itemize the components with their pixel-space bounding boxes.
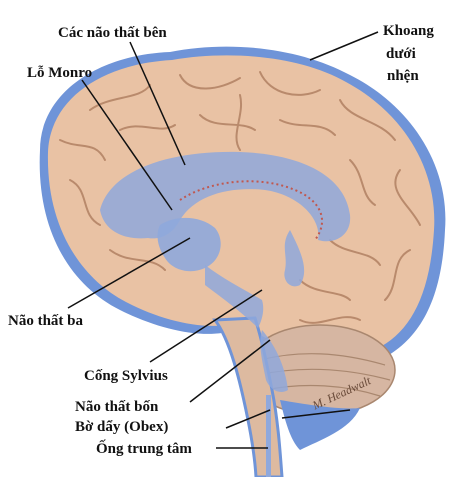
choroid-plexus — [179, 180, 324, 241]
third-ventricle-shape — [157, 217, 221, 272]
label-sylvius: Cống Sylvius — [84, 368, 168, 384]
cistern — [280, 400, 360, 450]
pointer-lines — [67, 31, 379, 449]
cerebrum — [47, 55, 435, 355]
central-canal-shape — [266, 395, 271, 477]
label-lateral-ventricles: Các não thất bên — [58, 25, 167, 41]
label-third-ventricle: Não thất ba — [8, 313, 84, 329]
label-subarachnoid-3: nhện — [387, 68, 419, 84]
label-central-canal: Ống trung tâm — [96, 441, 192, 457]
gyri — [59, 71, 421, 324]
label-monro: Lỗ Monro — [27, 65, 93, 81]
label-subarachnoid-2: dưới — [386, 46, 416, 62]
label-obex: Bờ dẩy (Obex) — [75, 419, 169, 435]
fourth-ventricle-shape — [260, 330, 288, 392]
lateral-ventricles-shape — [100, 151, 351, 242]
label-subarachnoid-1: Khoang — [383, 23, 434, 39]
label-fourth-ventricle: Não thất bốn — [75, 399, 159, 415]
